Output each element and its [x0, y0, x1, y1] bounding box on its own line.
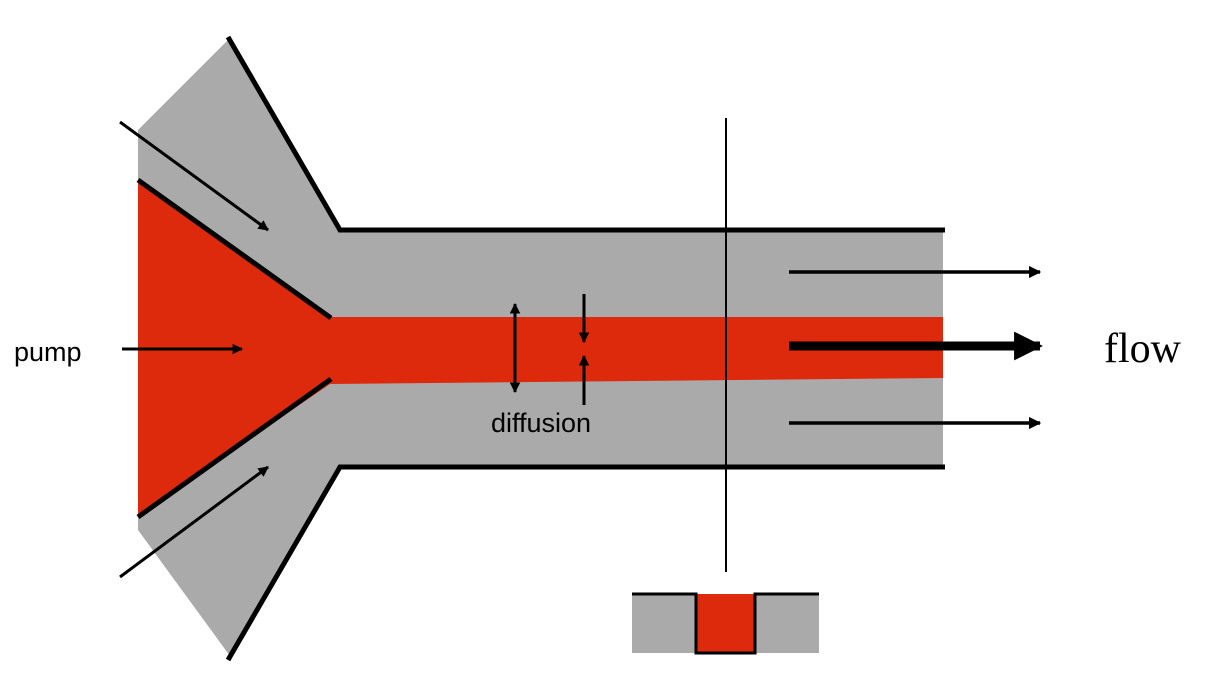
channel-walls: [136, 35, 945, 662]
flow-label: flow: [1104, 326, 1182, 372]
lower-wall: [225, 464, 945, 662]
inset-outline: [632, 592, 819, 655]
inset-red-channel: [696, 594, 755, 653]
diffusion-label: diffusion: [491, 408, 591, 438]
lower-divider-wall: [136, 376, 333, 520]
upper-wall: [225, 35, 945, 233]
upper-divider-wall: [136, 177, 333, 321]
inset-gray-left: [632, 594, 696, 653]
lower-inlet-arrow: [119, 465, 269, 579]
pump-label: pump: [14, 337, 82, 367]
inset-gray-right: [755, 594, 819, 653]
cross-section-inset: [632, 592, 819, 655]
red-stream: [138, 180, 943, 515]
upper-inlet-arrow: [119, 120, 269, 232]
